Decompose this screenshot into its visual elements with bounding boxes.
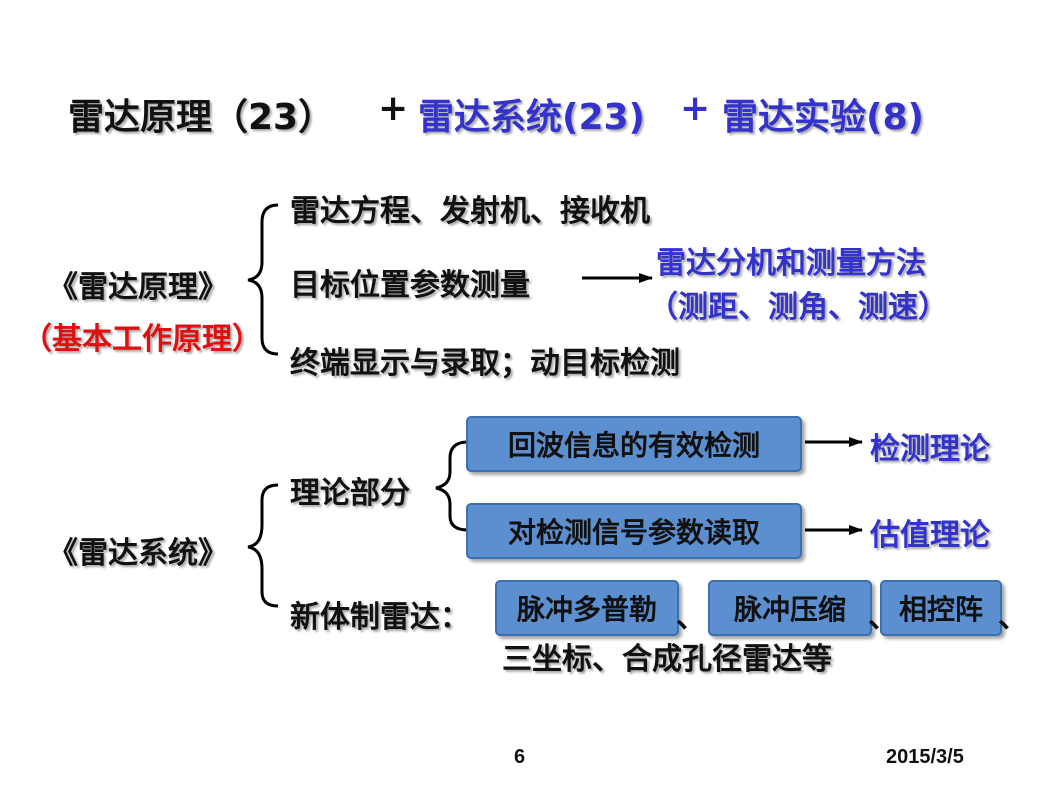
box-parameter-reading: 对检测信号参数读取 <box>466 503 802 559</box>
result-detection-theory: 检测理论 <box>870 432 990 467</box>
principle-item-1: 雷达方程、发射机、接收机 <box>290 194 650 229</box>
system-label: 《雷达系统》 <box>48 536 228 571</box>
principle-result-line2: （测距、测角、测速） <box>648 290 948 325</box>
principle-result-line1: 雷达分机和测量方法 <box>656 246 926 281</box>
title-part-experiment: 雷达实验(8) <box>722 97 924 138</box>
title-plus-1: + <box>378 88 409 129</box>
theory-label: 理论部分 <box>290 476 410 511</box>
box-echo-detection: 回波信息的有效检测 <box>466 416 802 472</box>
title-part-principle: 雷达原理（23） <box>68 97 335 138</box>
box-pulse-compression: 脉冲压缩 <box>708 580 872 636</box>
new-radar-label: 新体制雷达： <box>290 600 470 635</box>
principle-item-3: 终端显示与录取；动目标检测 <box>290 346 680 381</box>
principle-sublabel: （基本工作原理） <box>22 322 262 357</box>
result-estimation-theory: 估值理论 <box>870 518 990 553</box>
page-number: 6 <box>514 746 526 768</box>
title-plus-2: + <box>680 88 711 129</box>
brace-theory <box>435 440 469 532</box>
new-radar-line2: 三坐标、合成孔径雷达等 <box>502 642 832 677</box>
principle-label: 《雷达原理》 <box>48 270 228 305</box>
brace-principle <box>247 203 279 356</box>
brace-system <box>247 483 279 608</box>
title-part-system: 雷达系统(23) <box>418 97 646 138</box>
box-phased-array: 相控阵 <box>880 580 1002 636</box>
footer-date: 2015/3/5 <box>886 746 964 768</box>
separator-3: 、 <box>998 600 1028 635</box>
principle-item-2: 目标位置参数测量 <box>290 268 530 303</box>
separator-1: 、 <box>676 600 706 635</box>
box-pulse-doppler: 脉冲多普勒 <box>495 580 679 636</box>
